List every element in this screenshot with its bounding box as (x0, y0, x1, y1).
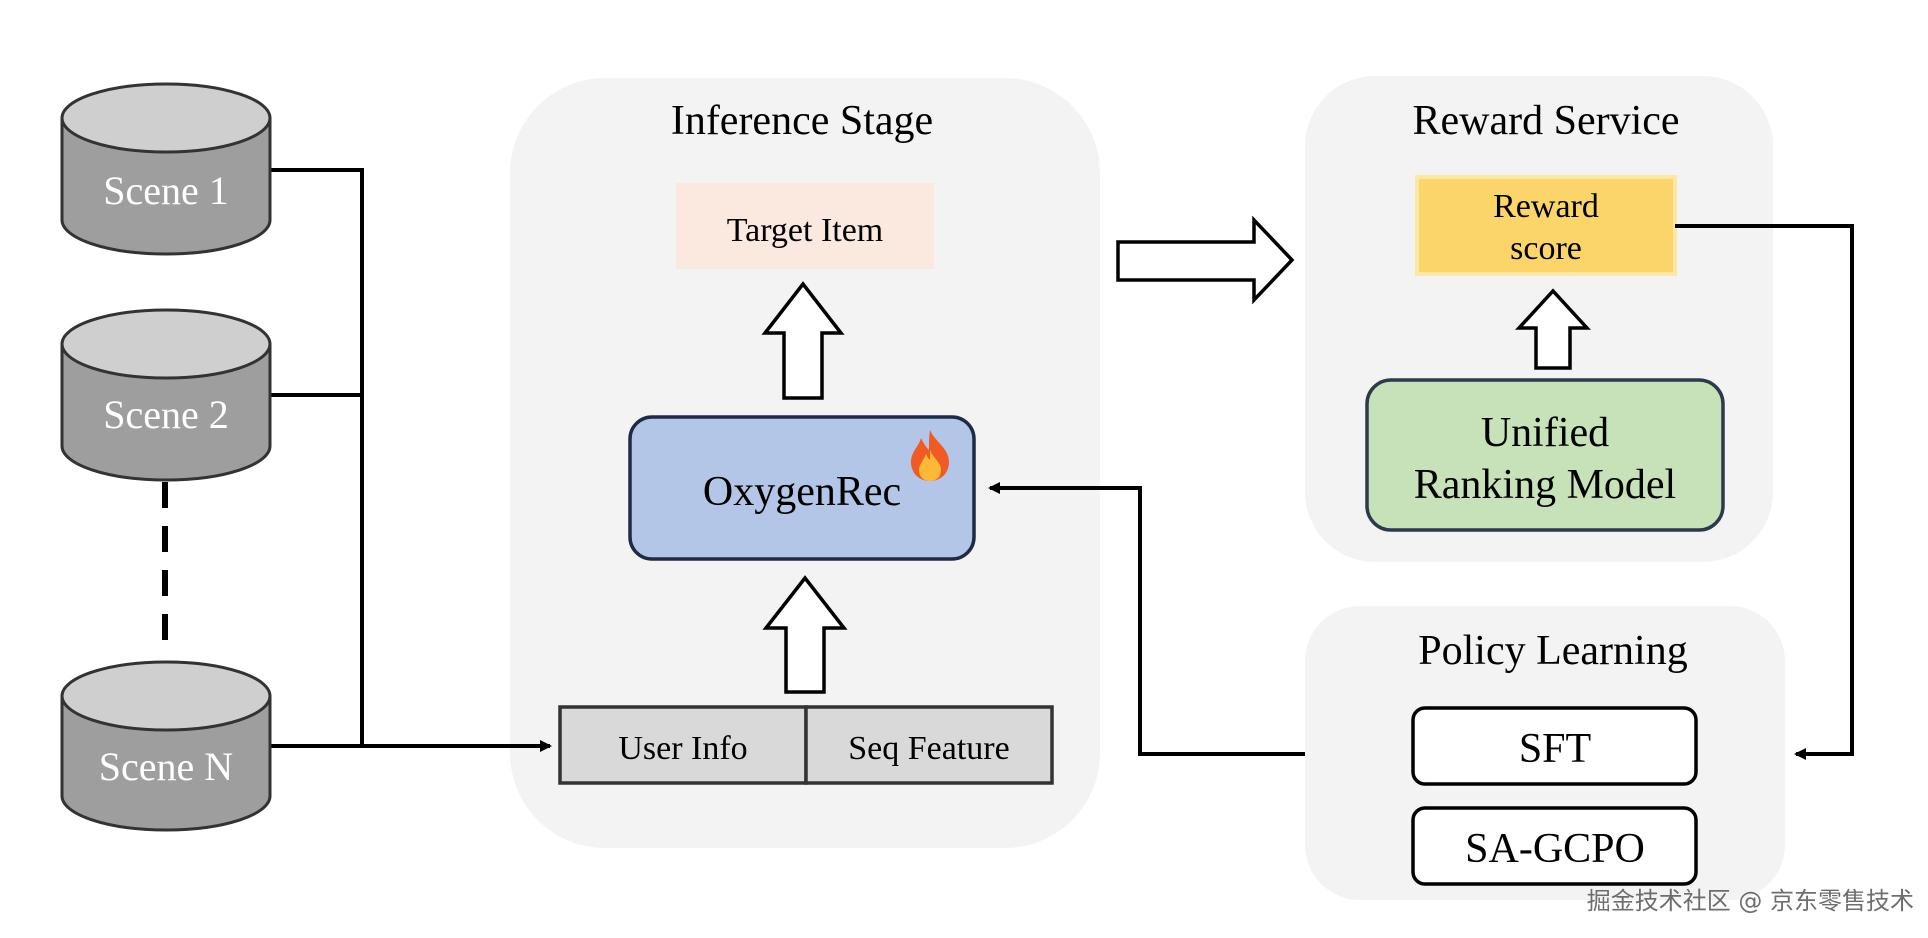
reward-service-title: Reward Service (1412, 98, 1679, 144)
target-item-label: Target Item (727, 212, 884, 249)
scene-n-label: Scene N (99, 744, 233, 789)
up-arrow-from-inputs-icon (762, 575, 848, 694)
sft-label: SFT (1519, 726, 1591, 772)
watermark: 掘金技术社区 @ 京东零售技术 (1586, 887, 1914, 915)
user-info-box (558, 705, 808, 785)
reward-score-label-line2: score (1510, 230, 1582, 267)
sa-gcpo-box (1411, 806, 1698, 886)
target-item-box (676, 183, 934, 269)
scene-1-database-icon: Scene 1 (60, 82, 272, 256)
sft-box (1411, 706, 1698, 786)
ranking-model-label-line2: Ranking Model (1414, 462, 1676, 508)
right-arrow-to-reward-icon (1116, 215, 1295, 305)
up-arrow-to-target-icon (761, 281, 845, 400)
seq-feature-box (804, 705, 1054, 785)
sa-gcpo-label: SA-GCPO (1465, 826, 1645, 872)
ranking-model-label-line1: Unified (1481, 410, 1609, 456)
policy-learning-title: Policy Learning (1418, 628, 1687, 674)
scene-connectors (162, 168, 552, 752)
oxygenrec-label: OxygenRec (703, 469, 901, 515)
up-arrow-to-score-icon (1515, 288, 1591, 370)
reward-to-policy-arrow (1675, 224, 1854, 760)
reward-score-box (1415, 175, 1677, 276)
scene-2-label: Scene 2 (103, 392, 229, 437)
scene-2-database-icon: Scene 2 (60, 308, 272, 482)
scene-n-database-icon: Scene N (60, 660, 272, 832)
fire-icon (911, 430, 949, 481)
reward-score-label-line1: Reward (1493, 188, 1599, 225)
user-info-label: User Info (618, 730, 747, 767)
oxygenrec-model-box (628, 415, 976, 561)
scene-1-label: Scene 1 (103, 168, 229, 213)
unified-ranking-model-box (1365, 378, 1725, 532)
inference-stage-title: Inference Stage (671, 98, 933, 144)
seq-feature-label: Seq Feature (848, 730, 1009, 767)
policy-to-model-arrow (988, 482, 1305, 756)
